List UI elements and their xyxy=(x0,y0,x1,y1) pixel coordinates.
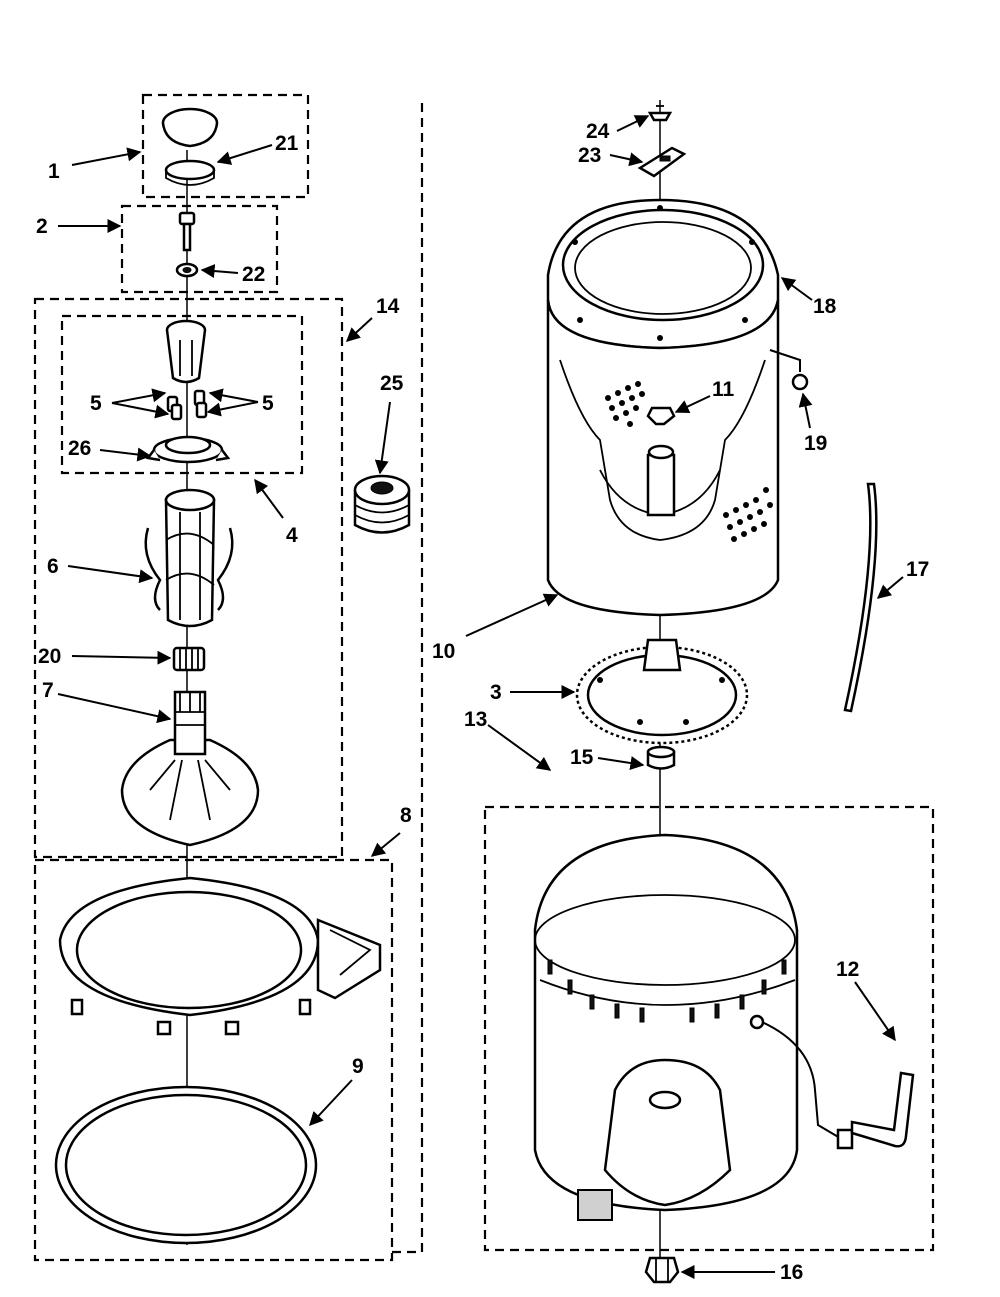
ring-fastener xyxy=(791,373,809,391)
cam-retainer-ring xyxy=(145,435,231,464)
group-box-tub-ring-kit xyxy=(33,858,394,1262)
label-part-23: 23 xyxy=(578,144,601,167)
label-part-20: 20 xyxy=(38,645,61,668)
group-box-agitator-assembly xyxy=(33,297,344,859)
label-part-13: 13 xyxy=(464,708,487,731)
label-part-22: 22 xyxy=(242,263,265,286)
label-part-12: 12 xyxy=(836,958,859,981)
label-part-24: 24 xyxy=(586,120,610,143)
tub-nut xyxy=(644,1256,680,1284)
basket-drive-nut xyxy=(646,406,676,426)
group-box-cap-kit xyxy=(141,93,310,199)
cam-dogs xyxy=(166,389,208,421)
label-part-26: 26 xyxy=(68,437,91,460)
agitator-barrel xyxy=(144,488,234,628)
group-box-bolt-kit xyxy=(120,204,279,294)
wash-basket xyxy=(546,299,780,617)
agitator-bolt xyxy=(178,211,196,252)
cap-seal-ring xyxy=(164,159,216,186)
label-part-8: 8 xyxy=(400,804,412,827)
label-part-3: 3 xyxy=(490,681,502,704)
label-part-10: 10 xyxy=(432,640,455,663)
group-box-outer-tub xyxy=(483,805,935,1252)
tub-seal xyxy=(353,474,411,534)
label-part-14: 14 xyxy=(376,295,400,318)
label-part-17: 17 xyxy=(906,558,929,581)
label-part-11: 11 xyxy=(712,378,735,401)
basket-perforations-right xyxy=(723,487,773,542)
label-part-6: 6 xyxy=(47,555,59,578)
tub-ring-gasket xyxy=(54,1085,318,1245)
label-part-9: 9 xyxy=(352,1055,364,1078)
outer-tub-slots xyxy=(547,959,787,1023)
group-box-cam-kit xyxy=(60,314,304,475)
label-part-5-left: 5 xyxy=(90,392,102,415)
drain-hose xyxy=(761,1021,915,1150)
label-part-16: 16 xyxy=(780,1261,803,1284)
spin-bushing xyxy=(646,745,676,770)
bolt-washer xyxy=(175,262,199,278)
agitator-gear xyxy=(172,646,206,672)
outer-tub xyxy=(533,833,799,1221)
label-part-4: 4 xyxy=(286,524,298,547)
label-part-18: 18 xyxy=(813,295,837,318)
tub-ring xyxy=(58,876,382,1036)
label-part-19: 19 xyxy=(804,432,827,455)
label-part-15: 15 xyxy=(570,746,594,769)
label-part-7: 7 xyxy=(42,679,54,702)
label-part-1: 1 xyxy=(48,160,60,183)
label-part-2: 2 xyxy=(36,215,48,238)
agitator-cam xyxy=(165,319,207,384)
drive-clip xyxy=(637,146,687,178)
label-part-5-right: 5 xyxy=(262,392,274,415)
leader-lines xyxy=(57,115,904,1279)
basket-drive-plate xyxy=(575,638,749,745)
pressure-tube xyxy=(843,482,878,713)
basket-perforations-left xyxy=(605,381,645,427)
agitator-base xyxy=(120,690,260,847)
hub-nut xyxy=(647,105,673,122)
label-part-21: 21 xyxy=(275,132,299,155)
label-part-25: 25 xyxy=(380,372,404,395)
basket-balance-ring xyxy=(546,198,780,350)
agitator-cap xyxy=(161,107,219,148)
